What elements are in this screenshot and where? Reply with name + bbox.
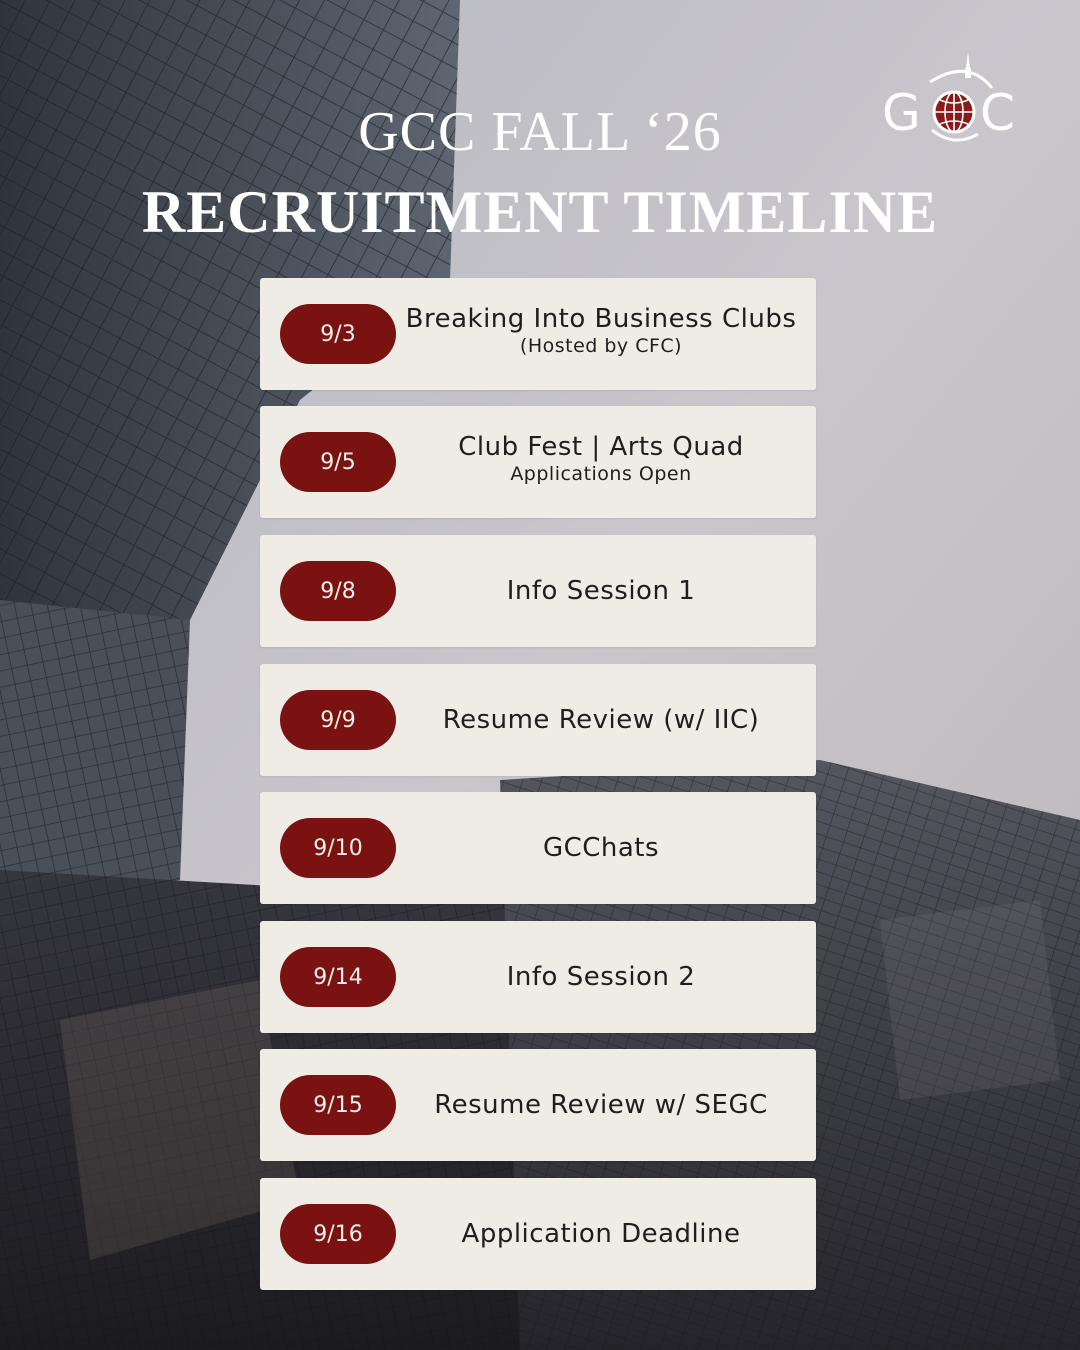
globe-tower-icon	[929, 52, 994, 142]
event-info: Info Session 2	[400, 921, 802, 1033]
date-badge: 9/10	[280, 818, 396, 878]
date-badge: 9/5	[280, 432, 396, 492]
date-badge: 9/3	[280, 304, 396, 364]
logo-letter-c: C	[980, 84, 1015, 142]
event-info: Resume Review w/ SEGC	[400, 1049, 802, 1161]
timeline-item-8: 9/16 Application Deadline	[260, 1178, 816, 1290]
event-title: Application Deadline	[461, 1219, 741, 1249]
date-badge: 9/16	[280, 1204, 396, 1264]
event-info: Club Fest | Arts Quad Applications Open	[400, 406, 802, 518]
event-info: Resume Review (w/ IIC)	[400, 664, 802, 776]
event-info: GCChats	[400, 792, 802, 904]
timeline-item-3: 9/8 Info Session 1	[260, 535, 816, 647]
event-title: Breaking Into Business Clubs	[405, 304, 797, 334]
timeline-item-2: 9/5 Club Fest | Arts Quad Applications O…	[260, 406, 816, 518]
gcc-logo: G C	[882, 52, 1015, 142]
event-title: Resume Review w/ SEGC	[434, 1090, 768, 1120]
date-badge: 9/15	[280, 1075, 396, 1135]
event-title: Info Session 1	[506, 576, 696, 606]
event-info: Info Session 1	[400, 535, 802, 647]
date-badge: 9/9	[280, 690, 396, 750]
event-title: Resume Review (w/ IIC)	[442, 705, 760, 735]
date-badge: 9/14	[280, 947, 396, 1007]
event-subtitle: Applications Open	[510, 463, 692, 485]
timeline-item-6: 9/14 Info Session 2	[260, 921, 816, 1033]
event-info: Breaking Into Business Clubs (Hosted by …	[400, 278, 802, 390]
event-title: GCChats	[542, 833, 660, 863]
page-title-line-2: RECRUITMENT TIMELINE	[141, 179, 939, 245]
timeline-item-7: 9/15 Resume Review w/ SEGC	[260, 1049, 816, 1161]
event-title: Club Fest | Arts Quad	[458, 432, 744, 462]
timeline-item-1: 9/3 Breaking Into Business Clubs (Hosted…	[260, 278, 816, 390]
event-info: Application Deadline	[400, 1178, 802, 1290]
page-title-line-1: GCC FALL ‘26	[358, 101, 722, 163]
timeline-item-4: 9/9 Resume Review (w/ IIC)	[260, 664, 816, 776]
logo-letter-g: G	[882, 84, 921, 142]
event-subtitle: (Hosted by CFC)	[519, 335, 683, 357]
date-badge: 9/8	[280, 561, 396, 621]
timeline-item-5: 9/10 GCChats	[260, 792, 816, 904]
event-title: Info Session 2	[506, 962, 696, 992]
